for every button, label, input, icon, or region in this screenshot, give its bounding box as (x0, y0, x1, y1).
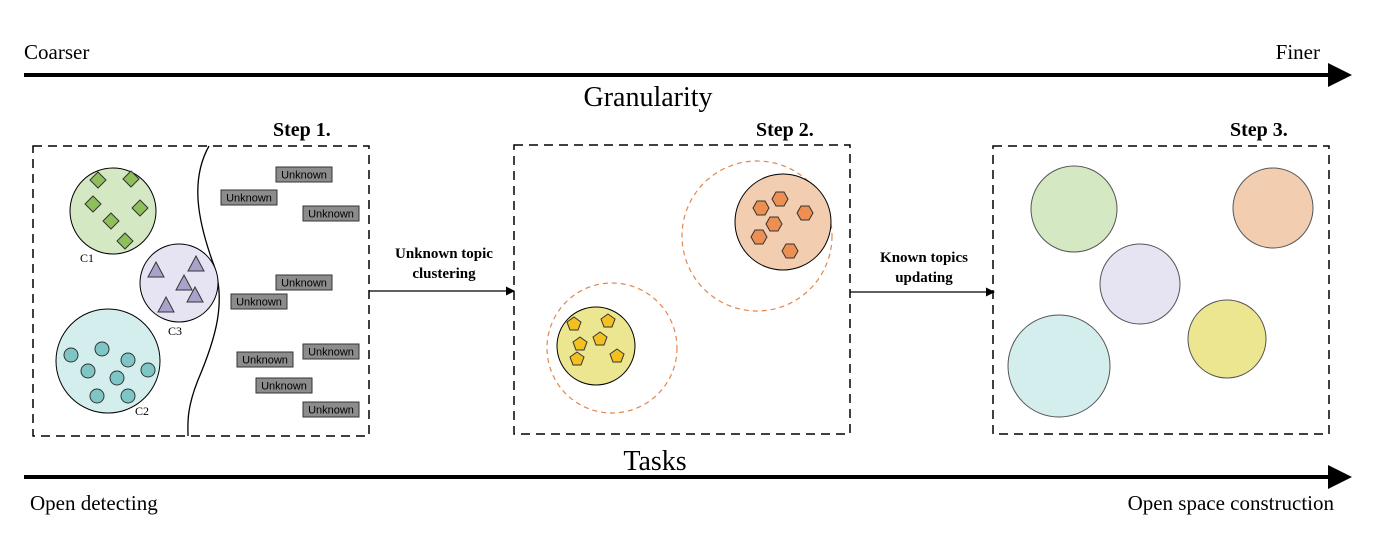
c3-label: C3 (168, 324, 182, 338)
unknown-box (275, 166, 333, 183)
unknown-box (236, 351, 294, 368)
tasks-arrowhead (1328, 465, 1352, 489)
green-topic-space (1030, 165, 1118, 253)
c2-label: C2 (135, 404, 149, 418)
c2-circle-markers (63, 341, 156, 404)
granularity-title: Granularity (583, 82, 712, 113)
unknown-text: Unknown (281, 278, 327, 290)
unknown-text: Unknown (226, 193, 272, 205)
unknown-text: Unknown (308, 405, 354, 417)
coarser-label: Coarser (24, 40, 89, 64)
step2-box (513, 144, 851, 435)
orange-cluster (734, 173, 832, 271)
step1-panel: C1 C3 C2 Unknown Unkno (32, 145, 370, 437)
c1-diamond-markers (84, 170, 149, 250)
step3-panel (992, 145, 1330, 435)
c3-triangle-markers (147, 254, 205, 313)
open-detecting-label: Open detecting (30, 491, 158, 515)
cyan-topic-space (1007, 314, 1111, 418)
orange-hexagon-markers (750, 191, 814, 259)
unknown-text: Unknown (281, 170, 327, 182)
unknown-text: Unknown (242, 355, 288, 367)
open-space-construction-label: Open space construction (1128, 491, 1335, 515)
unknown-samples: Unknown Unknown Unknown Unknown Unknown … (220, 166, 360, 418)
cluster-c1 (69, 167, 157, 255)
unknown-text: Unknown (236, 297, 282, 309)
unknown-text: Unknown (308, 347, 354, 359)
transition1-line1: Unknown topic (395, 246, 493, 262)
c1-label: C1 (80, 251, 94, 265)
yellow-pentagon-markers (566, 313, 625, 366)
transition2-line2: updating (895, 270, 953, 286)
yellow-cluster-boundary (546, 282, 678, 414)
step3-label: Step 3. (1230, 119, 1288, 141)
lavender-topic-space (1099, 243, 1181, 325)
tasks-title: Tasks (623, 446, 686, 477)
step2-panel (513, 144, 851, 435)
unknown-box (230, 293, 288, 310)
unknown-box (302, 401, 360, 418)
step2-label: Step 2. (756, 119, 814, 141)
orange-topic-space (1232, 167, 1314, 249)
orange-cluster-boundary (681, 160, 833, 312)
granularity-arrowhead (1328, 63, 1352, 87)
decision-boundary-curve (187, 145, 220, 437)
transition1-line2: clustering (412, 266, 476, 282)
unknown-box (255, 377, 313, 394)
step3-box (992, 145, 1330, 435)
cluster-c2 (55, 308, 161, 414)
transition2-line1: Known topics (880, 250, 968, 266)
unknown-box (302, 343, 360, 360)
yellow-cluster (556, 306, 636, 386)
step1-label: Step 1. (273, 119, 331, 141)
unknown-box (275, 274, 333, 291)
yellow-topic-space (1187, 299, 1267, 379)
finer-label: Finer (1276, 40, 1320, 64)
unknown-text: Unknown (261, 381, 307, 393)
unknown-text: Unknown (308, 209, 354, 221)
unknown-box (302, 205, 360, 222)
unknown-box (220, 189, 278, 206)
cluster-c3 (139, 243, 219, 323)
